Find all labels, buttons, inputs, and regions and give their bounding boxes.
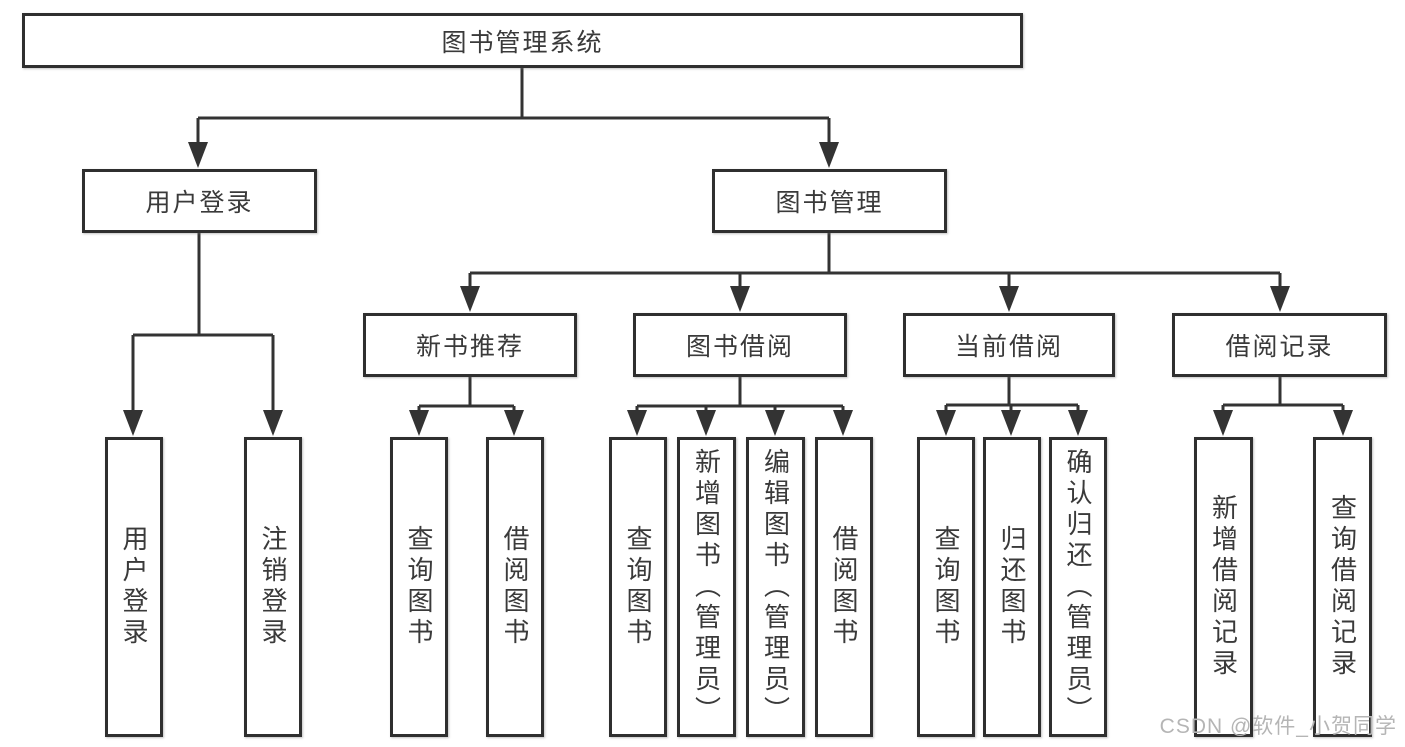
leaf-confirm-return-admin: 确认归还（管理员） [1049,437,1107,737]
node-user-login: 用户登录 [82,169,317,233]
node-borrow-records: 借阅记录 [1172,313,1387,377]
leaf-query-borrow-record: 查询借阅记录 [1313,437,1372,737]
leaf-query-borrow-record-label: 查询借阅记录 [1327,494,1358,680]
leaf-query-books-current-label: 查询图书 [931,525,961,649]
leaf-return-books: 归还图书 [983,437,1041,737]
leaf-user-login: 用户登录 [105,437,163,737]
node-book-borrow-label: 图书借阅 [685,333,794,361]
leaf-borrow-books-recommend: 借阅图书 [486,437,544,737]
leaf-logout: 注销登录 [244,437,302,737]
leaf-logout-label: 注销登录 [258,525,288,649]
node-book-borrow: 图书借阅 [633,313,847,377]
leaf-add-borrow-record: 新增借阅记录 [1194,437,1253,737]
node-root-label: 图书管理系统 [441,28,604,57]
node-borrow-records-label: 借阅记录 [1225,333,1334,361]
leaf-query-books-borrow: 查询图书 [609,437,667,737]
leaf-add-books-admin-label: 新增图书（管理员） [691,447,722,727]
node-new-book-recommend-label: 新书推荐 [415,333,524,361]
node-book-management-label: 图书管理 [775,189,884,217]
leaf-query-books-current: 查询图书 [917,437,975,737]
leaf-borrow-books-label: 借阅图书 [829,525,859,649]
leaf-return-books-label: 归还图书 [997,525,1027,649]
leaf-edit-books-admin: 编辑图书（管理员） [746,437,805,737]
leaf-confirm-return-admin-label: 确认归还（管理员） [1063,447,1093,727]
leaf-add-borrow-record-label: 新增借阅记录 [1208,494,1239,680]
leaf-user-login-label: 用户登录 [119,525,149,649]
csdn-watermark: CSDN @软件_小贺同学 [1159,715,1397,738]
leaf-edit-books-admin-label: 编辑图书（管理员） [760,447,791,727]
leaf-query-books-borrow-label: 查询图书 [623,525,653,649]
node-current-borrow: 当前借阅 [903,313,1115,377]
leaf-query-books-recommend-label: 查询图书 [404,525,434,649]
leaf-borrow-books-recommend-label: 借阅图书 [500,525,530,649]
node-new-book-recommend: 新书推荐 [363,313,577,377]
leaf-query-books-recommend: 查询图书 [390,437,448,737]
node-user-login-label: 用户登录 [145,189,254,217]
node-current-borrow-label: 当前借阅 [954,333,1063,361]
node-root-system: 图书管理系统 [22,13,1023,68]
leaf-borrow-books: 借阅图书 [815,437,873,737]
node-book-management: 图书管理 [712,169,947,233]
leaf-add-books-admin: 新增图书（管理员） [677,437,736,737]
